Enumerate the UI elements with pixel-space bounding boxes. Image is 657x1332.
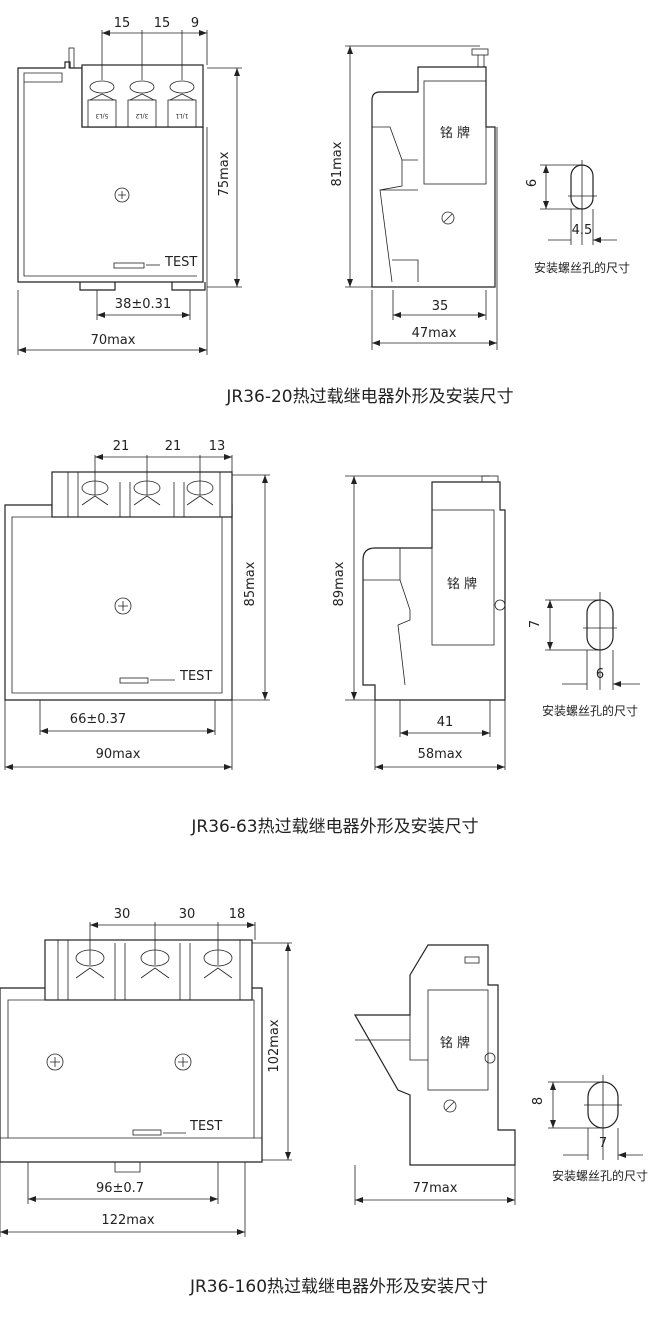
- hole-caption: 安装螺丝孔的尺寸: [534, 260, 630, 275]
- height-dimension: 102max: [267, 1019, 282, 1072]
- pitch-dimension: 30: [114, 907, 131, 922]
- screw-icon: [174, 1053, 192, 1071]
- test-button: [132, 1129, 162, 1136]
- pitch-dimension: 15: [114, 16, 131, 31]
- mount-dimension: 41: [437, 715, 454, 730]
- nameplate-label: 铭 牌: [447, 576, 477, 592]
- section-title: JR36-63热过载继电器外形及安装尺寸: [190, 817, 478, 837]
- adjust-dial-icon: [443, 1099, 457, 1113]
- jr36-20-side-view: 铭 牌 81max 35 47max: [330, 45, 498, 350]
- adjust-dial-icon: [484, 1052, 496, 1064]
- width-dimension: 122max: [101, 1213, 154, 1228]
- jr36-63-mounting-hole: 7 6 安装螺丝孔的尺寸: [528, 592, 640, 718]
- terminal-label: 1/L1: [175, 112, 188, 119]
- jr36-20-front-view: 5/L3 3/L2 1/L1 15 15 9 75max TEST 38±0.3…: [17, 16, 242, 355]
- depth-dimension: 77max: [413, 1181, 458, 1196]
- width-dimension: 90max: [96, 747, 141, 762]
- edge-dimension: 18: [229, 907, 246, 922]
- jr36-63-front-view: 21 21 13 85max TEST 66±0.37 90max: [4, 439, 270, 770]
- test-label: TEST: [189, 1119, 222, 1134]
- hole-caption: 安装螺丝孔的尺寸: [542, 703, 638, 718]
- hole-width: 6: [596, 667, 604, 682]
- height-dimension: 75max: [217, 151, 232, 196]
- terminal-label: 5/L3: [95, 112, 108, 119]
- jr36-160-section: 30 30 18 102max TEST 96±0.7 122max 铭 牌 7…: [0, 907, 648, 1297]
- nameplate-label: 铭 牌: [440, 1035, 470, 1051]
- screw-icon: [46, 1053, 64, 1071]
- jr36-160-mounting-hole: 8 7 安装螺丝孔的尺寸: [531, 1075, 648, 1183]
- height-dimension: 85max: [243, 561, 258, 606]
- test-button: [113, 262, 145, 269]
- hole-width: 4.5: [572, 223, 593, 238]
- pitch-dimension: 30: [179, 907, 196, 922]
- mount-dimension: 35: [432, 299, 449, 314]
- adjust-dial-icon: [441, 211, 455, 225]
- screw-icon: [114, 187, 130, 203]
- mount-dimension: 96±0.7: [96, 1181, 144, 1196]
- depth-dimension: 47max: [412, 326, 457, 341]
- test-label: TEST: [179, 669, 212, 684]
- terminal-blocks: 5/L3 3/L2 1/L1: [87, 80, 197, 128]
- height-dimension: 81max: [330, 141, 345, 186]
- jr36-63-side-view: 铭 牌 89max 41 58max: [332, 475, 506, 770]
- mount-dimension: 66±0.37: [70, 712, 126, 727]
- adjust-dial-icon: [494, 599, 506, 611]
- pitch-dimension: 21: [165, 439, 182, 454]
- pitch-dimension: 15: [154, 16, 171, 31]
- edge-dimension: 13: [209, 439, 226, 454]
- section-title: JR36-20热过载继电器外形及安装尺寸: [225, 387, 513, 407]
- jr36-63-section: 21 21 13 85max TEST 66±0.37 90max 铭 牌 89…: [4, 439, 640, 837]
- pitch-dimension: 21: [113, 439, 130, 454]
- depth-dimension: 58max: [418, 747, 463, 762]
- hole-width: 7: [599, 1136, 607, 1151]
- test-label: TEST: [164, 255, 197, 270]
- terminal-label: 3/L2: [135, 112, 148, 119]
- jr36-20-section: 5/L3 3/L2 1/L1 15 15 9 75max TEST 38±0.3…: [17, 16, 630, 407]
- width-dimension: 70max: [91, 333, 136, 348]
- nameplate-label: 铭 牌: [440, 125, 470, 141]
- hole-height: 6: [525, 179, 540, 187]
- jr36-20-mounting-hole: 6 4.5 安装螺丝孔的尺寸: [525, 160, 630, 275]
- hole-height: 7: [528, 620, 543, 628]
- jr36-160-front-view: 30 30 18 102max TEST 96±0.7 122max: [0, 907, 292, 1237]
- jr36-160-side-view: 铭 牌 77max: [353, 944, 516, 1205]
- test-button: [119, 677, 149, 684]
- hole-height: 8: [531, 1097, 546, 1105]
- hole-caption: 安装螺丝孔的尺寸: [552, 1168, 648, 1183]
- screw-icon: [114, 597, 132, 615]
- mount-dimension: 38±0.31: [115, 297, 171, 312]
- section-title: JR36-160热过载继电器外形及安装尺寸: [189, 1277, 488, 1297]
- edge-dimension: 9: [191, 16, 199, 31]
- height-dimension: 89max: [332, 561, 347, 606]
